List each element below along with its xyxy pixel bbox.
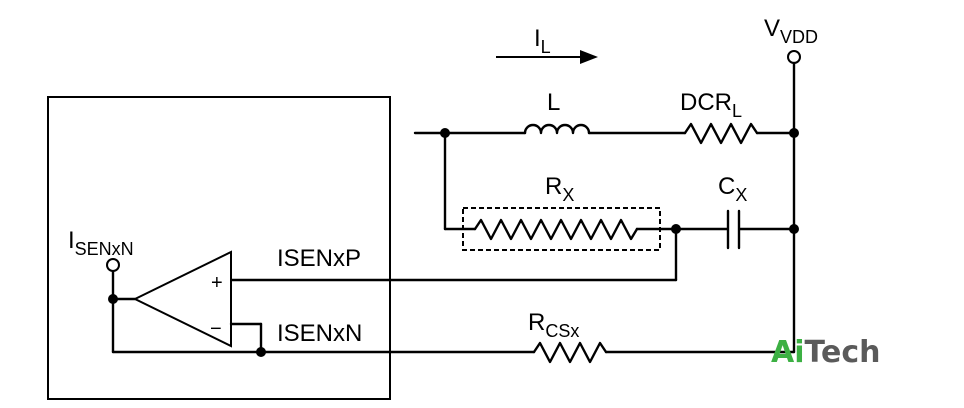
junction-dot <box>108 294 118 304</box>
vdd-terminal <box>787 50 801 64</box>
isenp-label: ISENxP <box>277 245 361 272</box>
isen-out-label: ISENxN <box>68 227 134 259</box>
ic-box <box>47 96 391 400</box>
opamp <box>132 250 232 348</box>
junction-dot <box>789 128 799 138</box>
rcs-label: RCSx <box>528 309 579 341</box>
current-arrow <box>496 50 598 64</box>
vdd-label: VVDD <box>764 15 818 47</box>
watermark-logo: AiTech <box>771 335 880 370</box>
opamp-minus: − <box>210 318 222 340</box>
isenn-label: ISENxN <box>277 320 362 347</box>
isenxn-out-terminal <box>106 258 120 272</box>
junction-dot <box>671 224 681 234</box>
junction-dot <box>789 224 799 234</box>
opamp-plus: + <box>211 272 223 294</box>
dcr-label: DCRL <box>680 89 742 121</box>
inductor <box>523 123 591 135</box>
cx-label: CX <box>718 173 747 205</box>
rx-box <box>462 207 661 251</box>
current-label: IL <box>534 25 551 57</box>
rx-resistor <box>473 218 639 241</box>
dcr-resistor <box>683 122 759 145</box>
junction-dot <box>256 347 266 357</box>
rcs-resistor <box>532 341 608 364</box>
rx-label: RX <box>545 173 574 205</box>
inductor-label: L <box>547 89 560 116</box>
junction-dot <box>440 128 450 138</box>
